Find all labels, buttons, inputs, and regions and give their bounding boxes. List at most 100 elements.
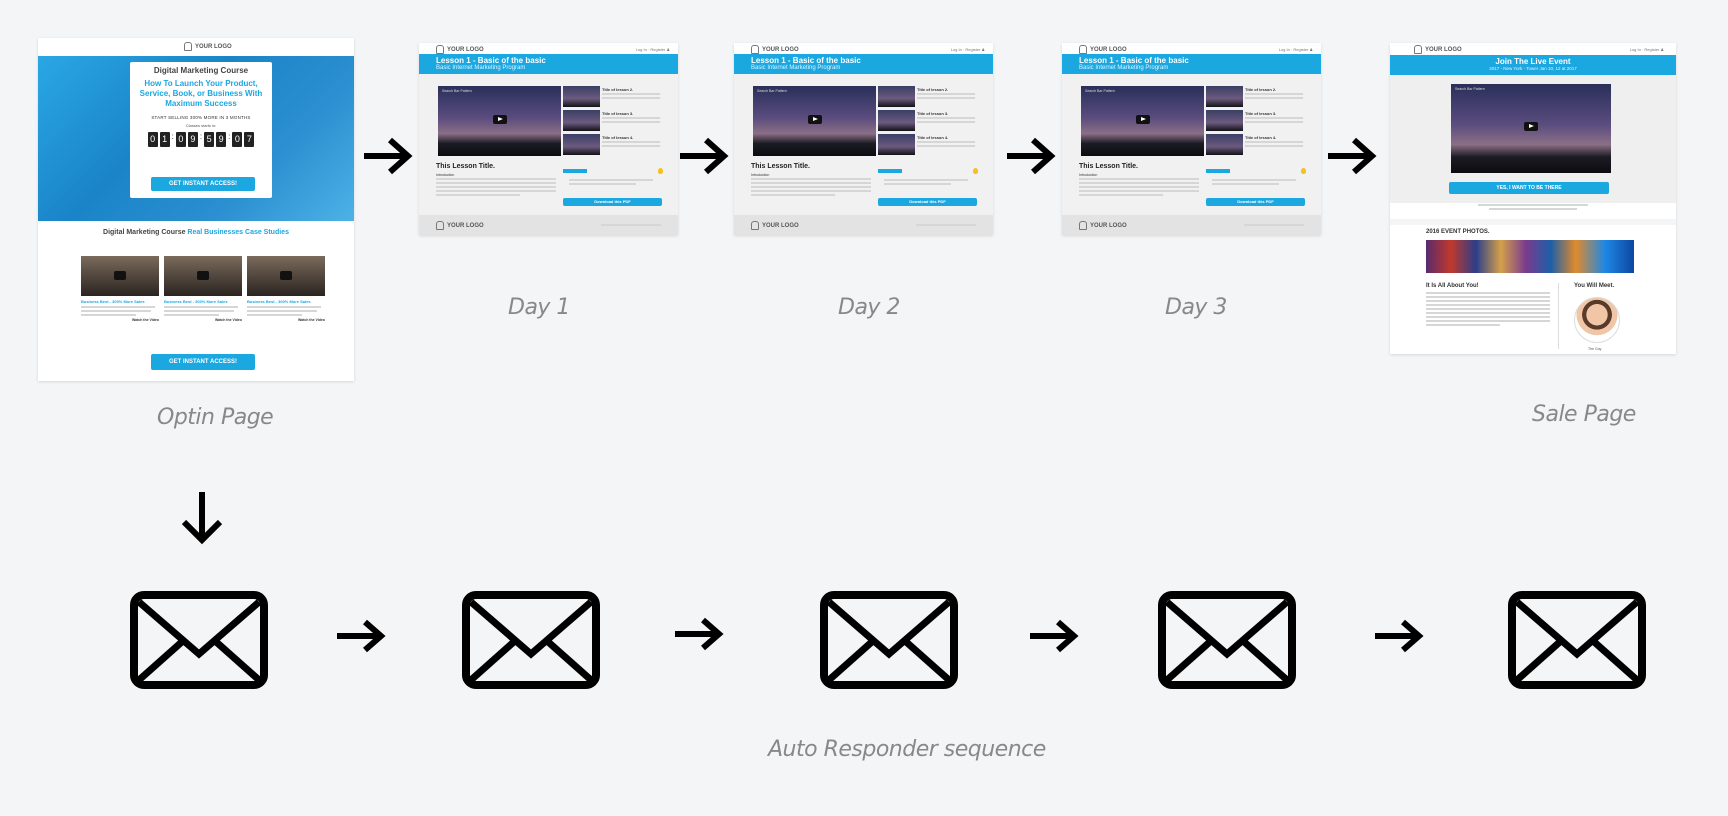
lesson-thumb[interactable]: [563, 134, 600, 155]
about-title: It Is All About You!: [1426, 283, 1479, 289]
caption-day2: Day 2: [838, 295, 900, 320]
lesson-title: Lesson 1 - Basic of the basic: [751, 56, 861, 65]
progress-bar: [878, 169, 902, 173]
play-icon[interactable]: [807, 114, 822, 124]
optin-closes: Classes starts in:: [185, 123, 217, 128]
arrow-right-icon: [680, 137, 729, 175]
case-study-link[interactable]: Watch the Video: [297, 318, 325, 322]
caption-day1: Day 1: [508, 295, 570, 320]
download-pdf-button[interactable]: Download this PDF: [563, 198, 662, 206]
countdown-digit: 9: [216, 132, 227, 147]
lesson-subtitle: Basic Internet Marketing Program: [436, 65, 526, 71]
optin-cta-button[interactable]: GET INSTANT ACCESS!: [151, 177, 255, 191]
logo-icon: [1414, 45, 1422, 54]
countdown-digit: 0: [147, 132, 158, 147]
lesson-thumb[interactable]: [1206, 86, 1243, 107]
optin-page-thumbnail: YOUR LOGO Digital Marketing Course How T…: [38, 38, 354, 381]
logo-icon: [436, 45, 444, 54]
caption-autoresponder: Auto Responder sequence: [768, 737, 1046, 762]
lesson-logo: YOUR LOGO: [751, 45, 799, 54]
lesson-video[interactable]: Search Bar Pattern: [753, 86, 876, 156]
case-study-card: Business Best - 300% More Sales Watch th…: [247, 256, 325, 322]
play-icon: [197, 271, 209, 280]
lightbulb-icon: [658, 168, 663, 174]
logo-icon: [436, 221, 444, 230]
logo-icon: [751, 45, 759, 54]
case-study-text: [164, 306, 242, 316]
sale-logo: YOUR LOGO: [1414, 45, 1462, 54]
lightbulb-icon: [1301, 168, 1306, 174]
case-study-title: Business Best - 300% More Sales: [164, 299, 228, 304]
lesson-page-day1: YOUR LOGO Log In · Register ♟ Lesson 1 -…: [419, 43, 678, 235]
case-study-link[interactable]: Watch the Video: [131, 318, 159, 322]
email-envelope-icon: [1508, 591, 1646, 689]
download-pdf-button[interactable]: Download this PDF: [878, 198, 977, 206]
lesson-thumb[interactable]: [563, 110, 600, 131]
lesson-logo: YOUR LOGO: [1079, 45, 1127, 54]
section-divider: [1558, 283, 1559, 349]
email-envelope-icon: [462, 591, 600, 689]
side-item-title: Title of lesson 3.: [1245, 111, 1277, 116]
lesson-footer: YOUR LOGO: [419, 215, 678, 235]
lesson-thumb[interactable]: [878, 134, 915, 155]
lesson-thumb[interactable]: [1206, 134, 1243, 155]
lesson-thumb[interactable]: [563, 86, 600, 107]
email-envelope-icon: [1158, 591, 1296, 689]
side-item-title: Title of lesson 3.: [602, 111, 634, 116]
logo-icon: [184, 42, 192, 51]
side-item-title: Title of lesson 4.: [917, 135, 949, 140]
download-pdf-button[interactable]: Download this PDF: [1206, 198, 1305, 206]
sale-section-divider: [1390, 219, 1676, 225]
login-register-link[interactable]: Log In · Register ♟: [950, 47, 985, 52]
lesson-header-bar: Lesson 1 - Basic of the basic Basic Inte…: [419, 54, 678, 74]
logo-icon: [1079, 221, 1087, 230]
arrow-right-icon: [1030, 619, 1079, 653]
lesson-video[interactable]: Search Bar Pattern: [438, 86, 561, 156]
play-icon[interactable]: [1135, 114, 1150, 124]
case-study-text: [247, 306, 325, 316]
countdown-digit: 9: [187, 132, 198, 147]
case-study-title: Business Best - 300% More Sales: [81, 299, 145, 304]
case-study-text: [81, 306, 159, 316]
lesson-thumb[interactable]: [878, 110, 915, 131]
side-item-title: Title of lesson 3.: [917, 111, 949, 116]
arrow-right-icon: [337, 619, 386, 653]
lesson-thumb[interactable]: [1206, 110, 1243, 131]
sale-video[interactable]: Search Bar Pattern: [1451, 84, 1611, 173]
lesson-video[interactable]: Search Bar Pattern: [1081, 86, 1204, 156]
side-item-title: Title of lesson 2.: [1245, 87, 1277, 92]
optin-course-title: Digital Marketing Course: [153, 66, 249, 75]
login-register-link[interactable]: Log In · Register ♟: [1629, 47, 1664, 52]
lesson-page-day2: YOUR LOGO Log In · Register ♟ Lesson 1 -…: [734, 43, 993, 235]
login-register-link[interactable]: Log In · Register ♟: [1278, 47, 1313, 52]
lesson-intro: Introduction: [436, 173, 455, 177]
play-icon[interactable]: [492, 114, 507, 124]
optin-cta-button-bottom[interactable]: GET INSTANT ACCESS!: [151, 354, 255, 370]
case-study-link[interactable]: Watch the Video: [214, 318, 242, 322]
play-icon[interactable]: [1524, 121, 1538, 131]
side-item-title: Title of lesson 4.: [1245, 135, 1277, 140]
optin-tagline: START SELLING 300% MORE IN 3 MONTHS: [151, 115, 251, 120]
countdown-digit: 5: [204, 132, 215, 147]
lesson-footer: YOUR LOGO: [1062, 215, 1321, 235]
lesson-header-bar: Lesson 1 - Basic of the basic Basic Inte…: [1062, 54, 1321, 74]
event-photos-title: 2016 EVENT PHOTOS.: [1426, 229, 1490, 235]
lesson-body-title: This Lesson Title.: [751, 163, 810, 170]
play-icon: [114, 271, 126, 280]
login-register-link[interactable]: Log In · Register ♟: [635, 47, 670, 52]
speaker-avatar: [1574, 297, 1620, 343]
progress-bar: [563, 169, 587, 173]
caption-day3: Day 3: [1165, 295, 1227, 320]
event-photos-strip: [1426, 240, 1634, 273]
email-envelope-icon: [130, 591, 268, 689]
arrow-right-icon: [1007, 137, 1056, 175]
speaker-name: The Guy: [1588, 347, 1602, 351]
sale-cta-button[interactable]: YES, I WANT TO BE THERE: [1449, 182, 1609, 194]
sale-page-thumbnail: YOUR LOGO Log In · Register ♟ Join The L…: [1390, 43, 1676, 354]
lesson-thumb[interactable]: [878, 86, 915, 107]
countdown-digit: 1: [159, 132, 170, 147]
meet-title: You Will Meet.: [1574, 283, 1615, 289]
lesson-logo: YOUR LOGO: [436, 45, 484, 54]
lesson-intro: Introduction: [751, 173, 770, 177]
case-study-image: [81, 256, 159, 296]
